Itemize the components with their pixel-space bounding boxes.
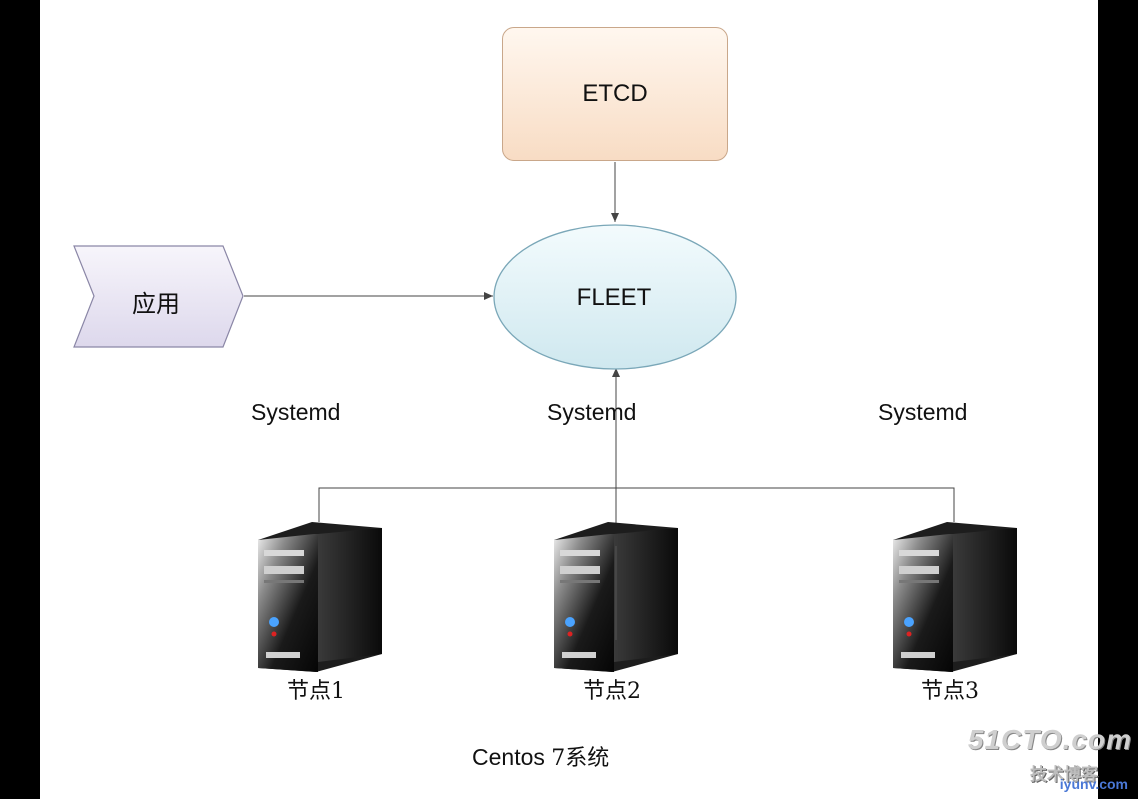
server-bus-connector (318, 487, 955, 522)
watermark-domain: iyunv.com (1059, 776, 1128, 792)
systemd-label-1: Systemd (251, 399, 341, 425)
fleet-node (493, 224, 737, 370)
server-3-icon (893, 522, 1017, 672)
server-label-1: 节点1 (287, 679, 345, 704)
systemd-label-3: Systemd (878, 399, 968, 425)
watermark: 51CTO.com 技术博客 iyunv.com (968, 724, 1132, 794)
watermark-sub: 技术博客 (1030, 765, 1098, 785)
os-caption: Centos 7系统 (472, 740, 609, 772)
os-name: Centos (472, 744, 545, 770)
app-node (73, 245, 244, 348)
connector-layer (73, 162, 1017, 672)
watermark-site: 51CTO.com (967, 724, 1132, 755)
diagram-canvas: ETCD FLEET 应用 Systemd Systemd Systemd 节点… (40, 0, 1098, 799)
etcd-node: ETCD (502, 27, 728, 161)
etcd-label: ETCD (582, 80, 648, 107)
app-label: 应用 (132, 290, 180, 318)
os-version: 7系统 (551, 746, 610, 771)
server-label-2: 节点2 (583, 679, 641, 704)
fleet-label: FLEET (576, 284, 652, 311)
server-1-icon (258, 522, 382, 672)
systemd-label-2: Systemd (547, 399, 637, 425)
server-label-3: 节点3 (921, 679, 979, 704)
